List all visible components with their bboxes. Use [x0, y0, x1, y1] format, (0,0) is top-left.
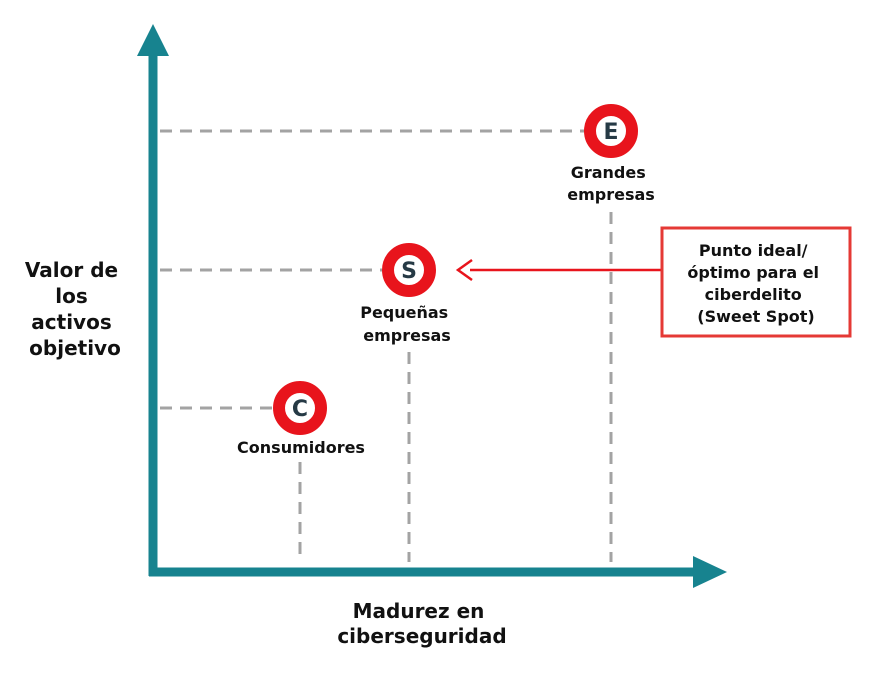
- marker-ring-icon: [382, 243, 436, 297]
- marker-ring-icon: [584, 104, 638, 158]
- marker-letter: E: [603, 120, 618, 145]
- marker-small-businesses: S Pequeñas empresas: [360, 243, 454, 345]
- callout-text: Punto ideal/ óptimo para el ciberdelito …: [687, 241, 824, 326]
- y-axis-label: Valor de los activos objetivo: [25, 258, 125, 360]
- marker-letter: S: [401, 259, 417, 284]
- guide-lines: [160, 129, 613, 562]
- marker-consumers: C Consumidores: [237, 381, 365, 457]
- point-label: Grandes empresas: [567, 163, 655, 204]
- x-axis-label: Madurez en ciberseguridad: [337, 599, 506, 648]
- point-label: Pequeñas empresas: [360, 303, 454, 345]
- point-label: Consumidores: [237, 438, 365, 457]
- callout-box: [660, 226, 852, 338]
- y-axis-arrowhead-icon: [137, 24, 169, 56]
- callout-arrowhead-icon: [455, 258, 473, 282]
- x-axis-arrowhead-icon: [693, 556, 727, 588]
- marker-ring-icon: [273, 381, 327, 435]
- sweet-spot-callout: Punto ideal/ óptimo para el ciberdelito …: [455, 226, 852, 338]
- marker-large-enterprises: E Grandes empresas: [567, 104, 655, 204]
- marker-letter: C: [292, 397, 308, 422]
- axes: [137, 24, 727, 588]
